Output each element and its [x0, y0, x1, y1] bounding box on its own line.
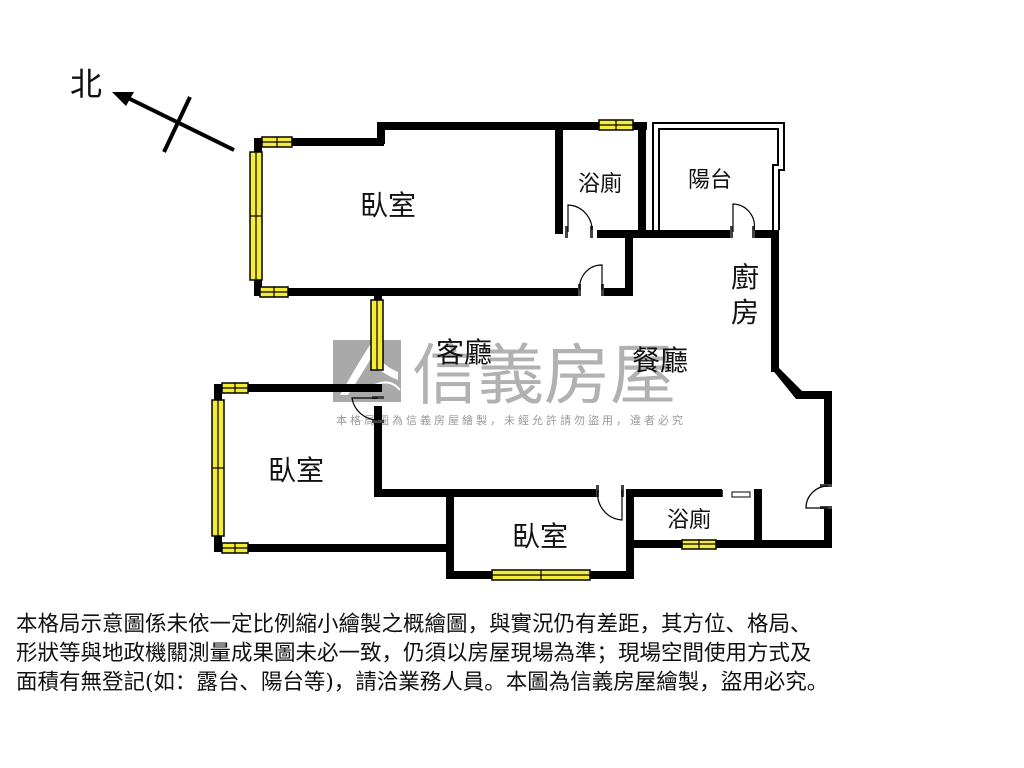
window	[221, 542, 249, 554]
floor-plan: 信義房屋 本格局圖為信義房屋繪製，未經允許請勿盜用，違者必究 北	[70, 65, 832, 581]
door	[596, 485, 624, 521]
disclaimer-line: 本格局示意圖係未依一定比例縮小繪製之概繪圖，與實況仍有差距，其方位、格局、	[16, 612, 812, 637]
watermark-brand: 信義房屋	[412, 337, 676, 414]
window	[211, 399, 225, 537]
room-label-bath-top: 浴廁	[578, 172, 622, 197]
window	[681, 539, 717, 550]
window	[259, 286, 289, 298]
window	[261, 136, 293, 148]
watermark: 信義房屋 本格局圖為信義房屋繪製，未經允許請勿盜用，違者必究	[333, 337, 686, 427]
room-label-dining: 餐廳	[632, 344, 688, 377]
disclaimer-line: 形狀等與地政機關測量成果圖未必一致，仍須以房屋現場為準；現場空間使用方式及	[16, 641, 812, 666]
room-label-bedroom-left: 臥室	[268, 454, 324, 487]
room-label-balcony: 陽台	[688, 168, 732, 193]
room-label-kitchen-1: 廚	[731, 261, 759, 294]
watermark-notice: 本格局圖為信義房屋繪製，未經允許請勿盜用，違者必究	[336, 413, 686, 427]
room-label-kitchen-2: 房	[731, 296, 759, 329]
room-label-living: 客廳	[436, 336, 492, 369]
north-arrow-icon	[112, 92, 235, 153]
room-label-bedroom-top: 臥室	[360, 189, 416, 222]
sliding-door	[721, 490, 751, 498]
window	[249, 151, 263, 281]
balcony-outline	[652, 122, 785, 230]
disclaimer-line: 面積有無登記(如：露台、陽台等)，請洽業務人員。本圖為信義房屋繪製，盜用必究。	[16, 670, 829, 695]
window	[370, 299, 384, 371]
window	[598, 119, 634, 131]
window	[221, 382, 249, 394]
windows	[211, 119, 717, 581]
room-label-bath-bottom: 浴廁	[667, 508, 711, 533]
brand-logo-icon	[333, 340, 401, 402]
room-label-bedroom-bottom: 臥室	[512, 520, 568, 553]
door	[578, 264, 604, 296]
door	[730, 203, 755, 238]
disclaimer: 本格局示意圖係未依一定比例縮小繪製之概繪圖，與實況仍有差距，其方位、格局、 形狀…	[16, 610, 1016, 697]
door	[805, 484, 832, 509]
door	[351, 396, 384, 423]
window	[491, 569, 591, 581]
compass-label: 北	[70, 65, 102, 103]
door	[565, 204, 593, 238]
doors	[351, 203, 832, 521]
